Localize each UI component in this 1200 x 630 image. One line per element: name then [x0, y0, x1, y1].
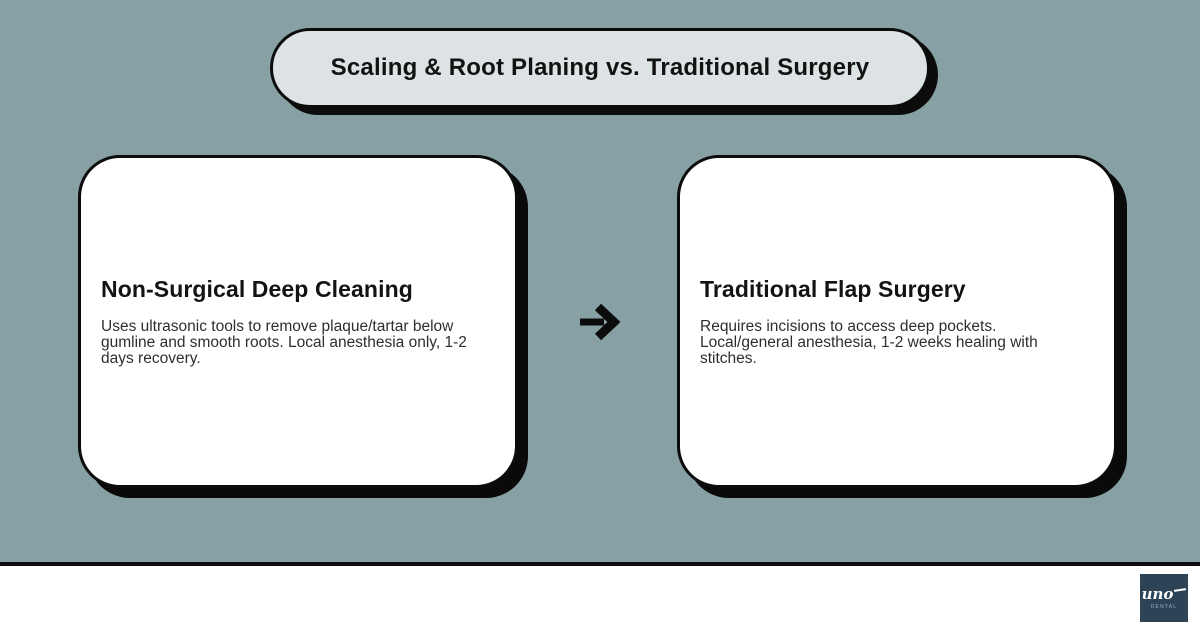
card-non-surgical: Non-Surgical Deep Cleaning Uses ultrason…: [78, 155, 518, 488]
right-arrow-icon: [579, 303, 620, 340]
main-section: Scaling & Root Planing vs. Traditional S…: [0, 0, 1200, 566]
card-flap-surgery: Traditional Flap Surgery Requires incisi…: [677, 155, 1117, 488]
card-heading-flap-surgery: Traditional Flap Surgery: [700, 275, 966, 302]
uno-dental-logo: uno DENTAL: [1140, 574, 1188, 622]
transition-arrow: [538, 155, 658, 488]
logo-subtext: DENTAL: [1150, 603, 1178, 610]
card-heading-non-surgical: Non-Surgical Deep Cleaning: [101, 275, 413, 302]
logo-tail-stroke: [1174, 588, 1187, 592]
title-banner: Scaling & Root Planing vs. Traditional S…: [270, 28, 930, 108]
card-body-flap-surgery: Requires incisions to access deep pocket…: [700, 317, 1038, 368]
logo-brand-text: uno: [1141, 584, 1174, 603]
comparison-row: Non-Surgical Deep Cleaning Uses ultrason…: [0, 155, 1200, 488]
page-title: Scaling & Root Planing vs. Traditional S…: [330, 54, 870, 81]
card-body-non-surgical: Uses ultrasonic tools to remove plaque/t…: [101, 317, 467, 368]
logo-brand-row: uno: [1141, 584, 1187, 603]
footer: uno DENTAL: [0, 566, 1200, 630]
